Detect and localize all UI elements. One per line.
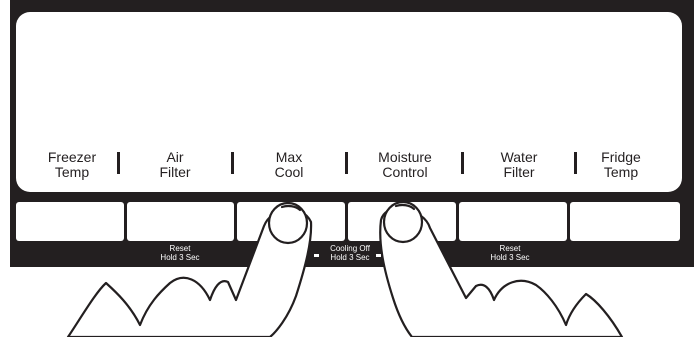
left-fingertip <box>269 203 307 243</box>
right-fingertip <box>384 202 422 242</box>
